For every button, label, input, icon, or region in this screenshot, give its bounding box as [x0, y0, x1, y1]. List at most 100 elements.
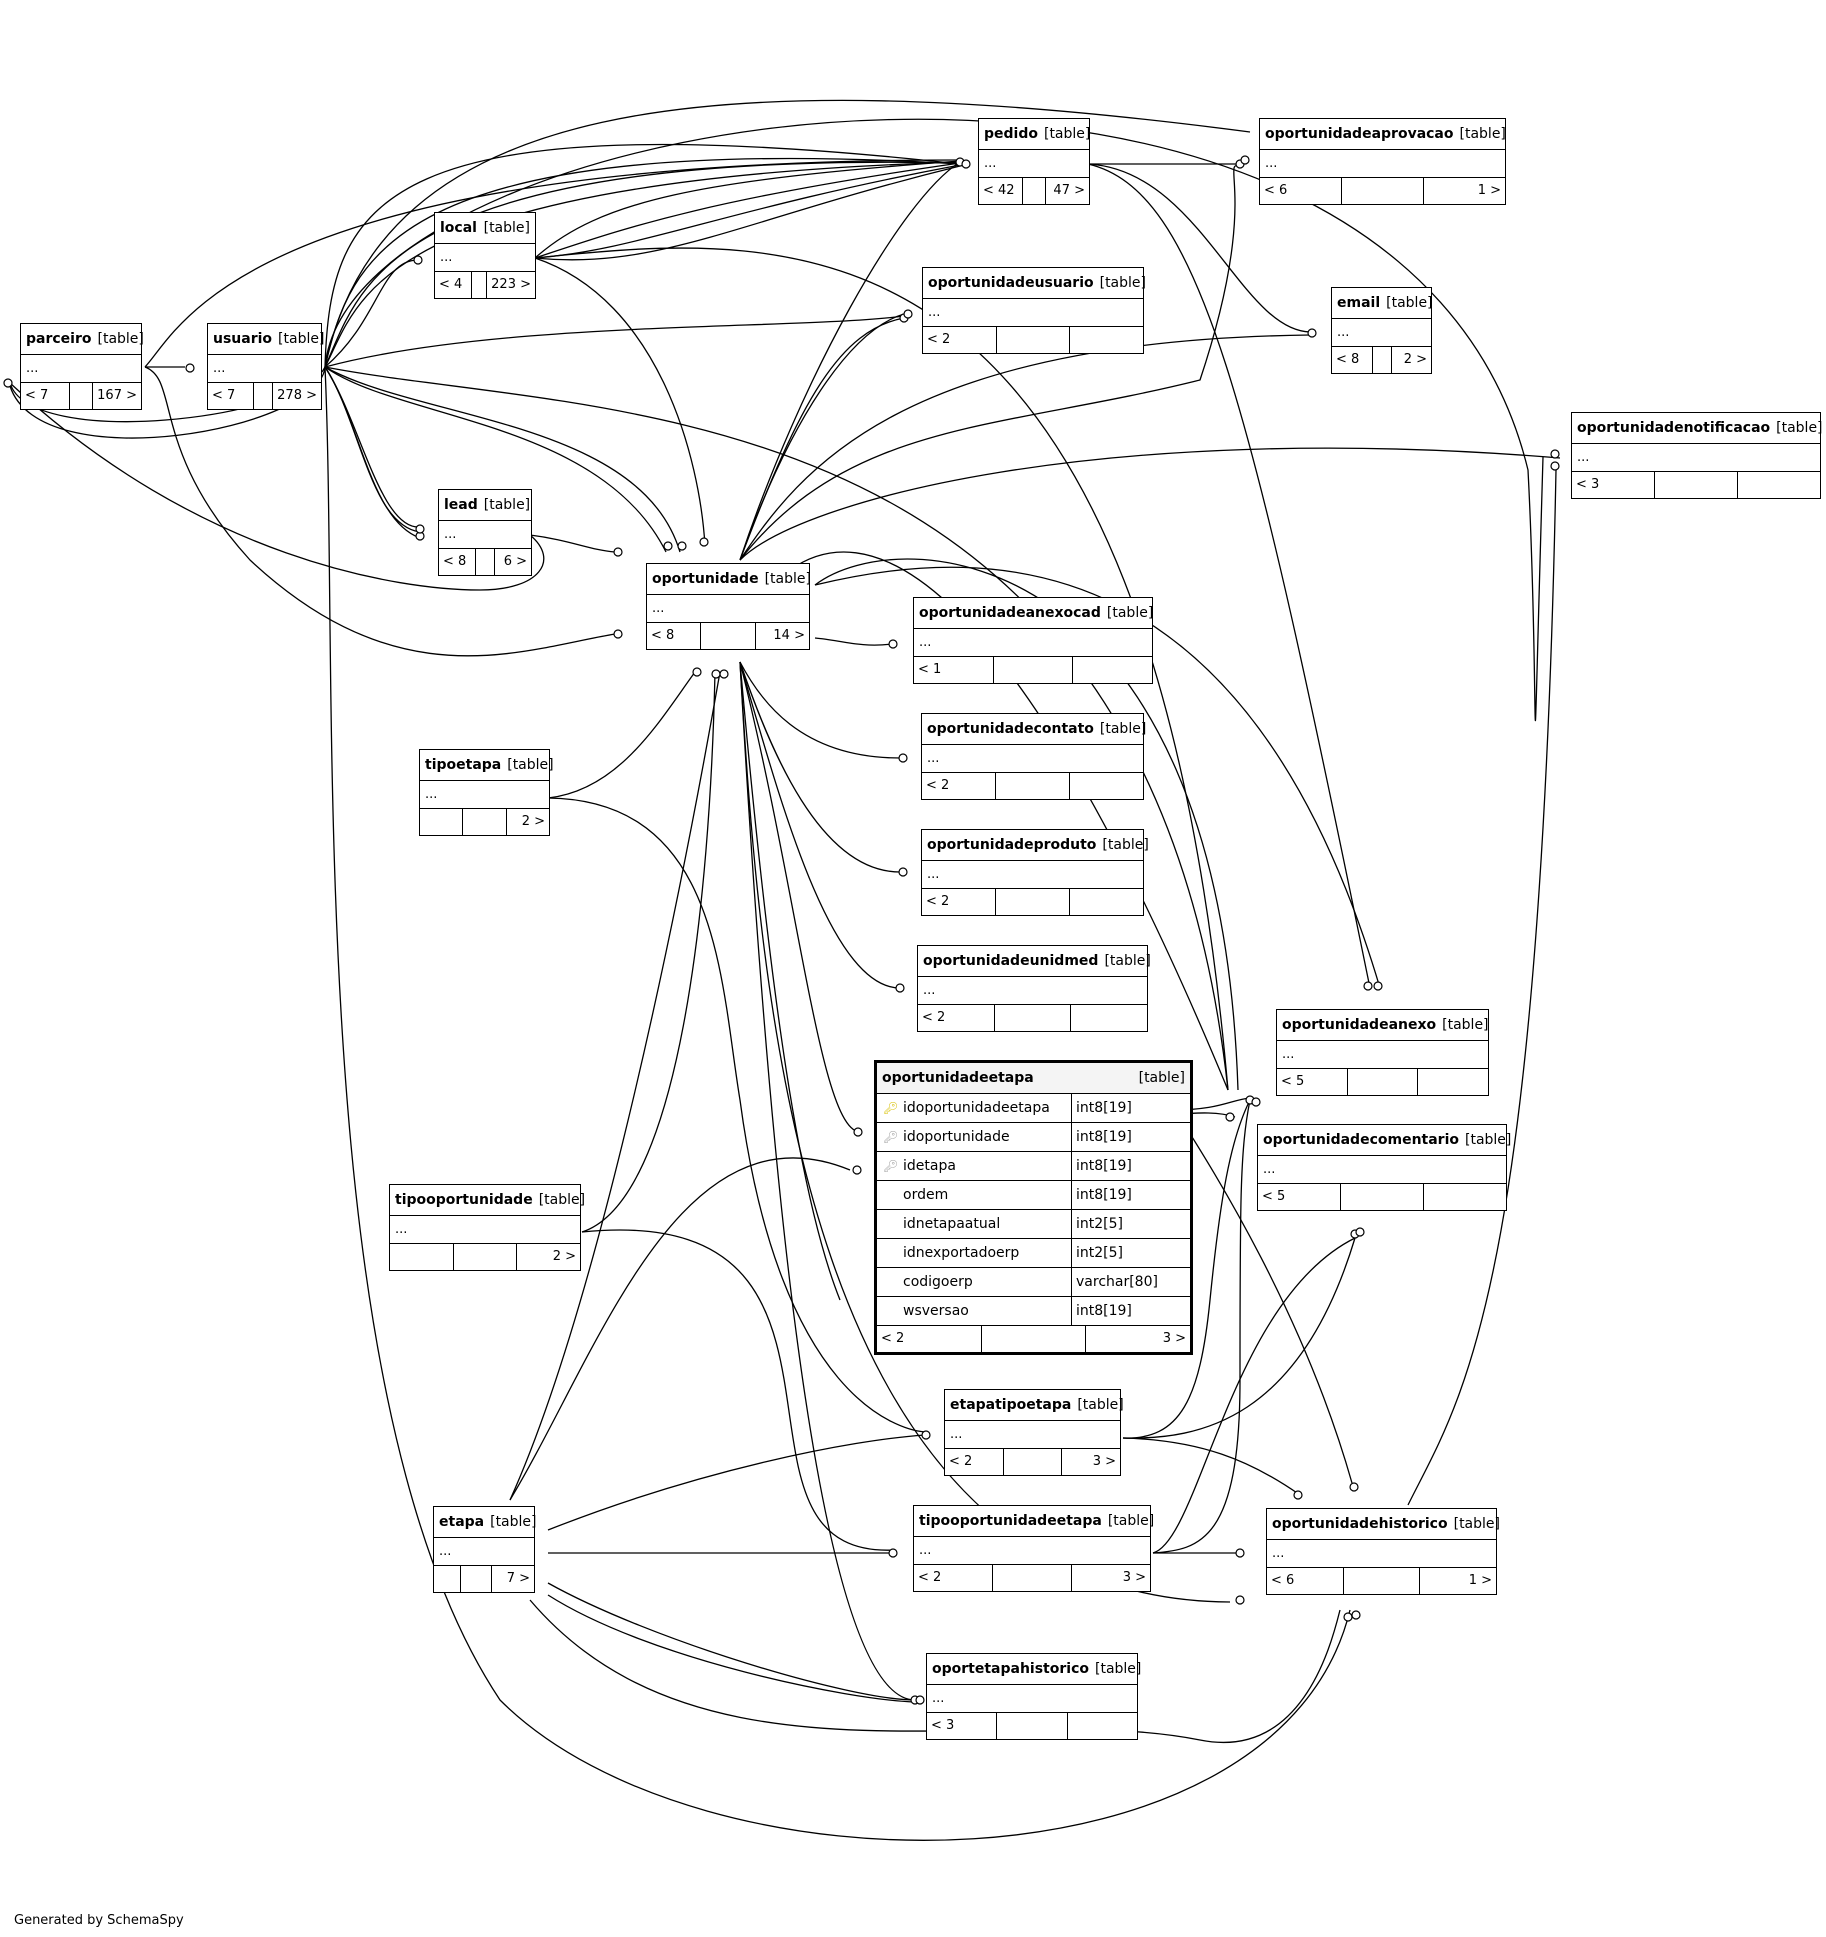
children-count[interactable]: 6 >	[503, 554, 527, 569]
parents-count[interactable]: < 1	[914, 657, 994, 683]
table-name: usuario	[213, 331, 273, 347]
table-tipoetapa[interactable]: tipoetapa[table] ... 2 >	[419, 749, 554, 836]
parents-count[interactable]: < 7	[21, 383, 70, 409]
children-count[interactable]: 278 >	[277, 388, 317, 403]
table-oportunidadeetapa[interactable]: oportunidadeetapa[table] 🔑︎idoportunidad…	[874, 1060, 1193, 1355]
table-tag: [table]	[1102, 837, 1149, 853]
parents-count[interactable]	[434, 1566, 461, 1592]
table-rows: ...	[435, 244, 535, 272]
table-oportunidadeanexo[interactable]: oportunidadeanexo[table] ... < 5	[1276, 1009, 1489, 1096]
parents-count[interactable]: < 8	[1332, 347, 1373, 373]
parents-count[interactable]: < 2	[922, 889, 996, 915]
table-footer: 2 >	[390, 1244, 580, 1270]
parents-count[interactable]: < 8	[647, 623, 702, 649]
table-name: oportunidade	[652, 571, 759, 587]
table-oportunidadecontato[interactable]: oportunidadecontato[table] ... < 2	[921, 713, 1146, 800]
rows-count	[70, 383, 93, 409]
children-count[interactable]: 3 >	[1162, 1331, 1187, 1346]
children-count[interactable]: 7 >	[506, 1571, 530, 1586]
children-count[interactable]: 3 >	[1122, 1570, 1146, 1585]
children-count[interactable]	[1070, 773, 1143, 799]
children-count[interactable]: 3 >	[1092, 1454, 1117, 1469]
parents-count[interactable]: < 3	[1572, 472, 1655, 498]
children-count[interactable]: 1 >	[1477, 183, 1501, 198]
parents-count[interactable]: < 3	[927, 1713, 998, 1739]
table-oportunidadeunidmed[interactable]: oportunidadeunidmed[table] ... < 2	[917, 945, 1151, 1032]
parents-count[interactable]	[390, 1244, 454, 1270]
parents-count[interactable]: < 8	[439, 549, 476, 575]
children-count[interactable]	[1424, 1184, 1506, 1210]
children-count[interactable]: 1 >	[1468, 1573, 1493, 1588]
table-oportunidadecomentario[interactable]: oportunidadecomentario[table] ... < 5	[1257, 1124, 1511, 1211]
table-footer: < 3	[1572, 472, 1820, 498]
children-count[interactable]	[1071, 1005, 1147, 1031]
table-name: email	[1337, 295, 1381, 311]
children-count[interactable]: 2 >	[552, 1249, 577, 1264]
children-count[interactable]	[1073, 657, 1152, 683]
children-count[interactable]: 167 >	[97, 388, 137, 403]
parents-count[interactable]: < 7	[208, 383, 255, 409]
table-tipooportunidade[interactable]: tipooportunidade[table] ... 2 >	[389, 1184, 585, 1271]
table-etapa[interactable]: etapa[table] ... 7 >	[433, 1506, 537, 1593]
table-rows: ...	[918, 977, 1147, 1005]
table-oportunidadeanexocad[interactable]: oportunidadeanexocad[table] ... < 1	[913, 597, 1153, 684]
table-footer: < 8 6 >	[439, 549, 531, 575]
children-count[interactable]: 14 >	[773, 628, 805, 643]
children-count[interactable]: 2 >	[521, 814, 545, 829]
table-rows: ...	[922, 861, 1143, 889]
parents-count[interactable]: < 42	[979, 178, 1023, 204]
table-oportunidadenotificacao[interactable]: oportunidadenotificacao[table] ... < 3	[1571, 412, 1823, 499]
table-footer: < 6 1 >	[1267, 1568, 1496, 1594]
parents-count[interactable]: < 6	[1260, 178, 1342, 204]
table-footer: < 7 278 >	[208, 383, 321, 409]
children-count[interactable]: 2 >	[1403, 352, 1427, 367]
children-count[interactable]	[1418, 1069, 1488, 1095]
children-count[interactable]: 223 >	[491, 277, 531, 292]
parents-count[interactable]: < 2	[923, 327, 997, 353]
parents-count[interactable]: < 2	[918, 1005, 995, 1031]
table-oportunidadeproduto[interactable]: oportunidadeproduto[table] ... < 2	[921, 829, 1149, 916]
children-count[interactable]	[1068, 1713, 1137, 1739]
table-oportetapahistorico[interactable]: oportetapahistorico[table] ... < 3	[926, 1653, 1141, 1740]
parents-count[interactable]: < 2	[914, 1565, 993, 1591]
parents-count[interactable]: < 5	[1258, 1184, 1341, 1210]
table-footer: < 2 3 >	[945, 1449, 1120, 1475]
children-count[interactable]	[1738, 472, 1820, 498]
table-tag: [table]	[1106, 605, 1154, 621]
parents-count[interactable]: < 5	[1277, 1069, 1348, 1095]
parents-count[interactable]: < 2	[877, 1326, 982, 1352]
table-name: tipoetapa	[425, 757, 502, 773]
children-count[interactable]	[1070, 327, 1143, 353]
parents-count[interactable]	[420, 809, 464, 835]
table-oportunidadeusuario[interactable]: oportunidadeusuario[table] ... < 2	[922, 267, 1146, 354]
parents-count[interactable]: < 2	[922, 773, 996, 799]
children-count[interactable]	[1070, 889, 1143, 915]
table-name: oportunidadehistorico	[1272, 1516, 1448, 1532]
table-header: tipoetapa[table]	[420, 750, 554, 781]
table-footer: < 2	[918, 1005, 1147, 1031]
parents-count[interactable]: < 6	[1267, 1568, 1344, 1594]
children-count[interactable]: 47 >	[1053, 183, 1085, 198]
parents-count[interactable]: < 2	[945, 1449, 1004, 1475]
parents-count[interactable]: < 4	[435, 272, 473, 298]
